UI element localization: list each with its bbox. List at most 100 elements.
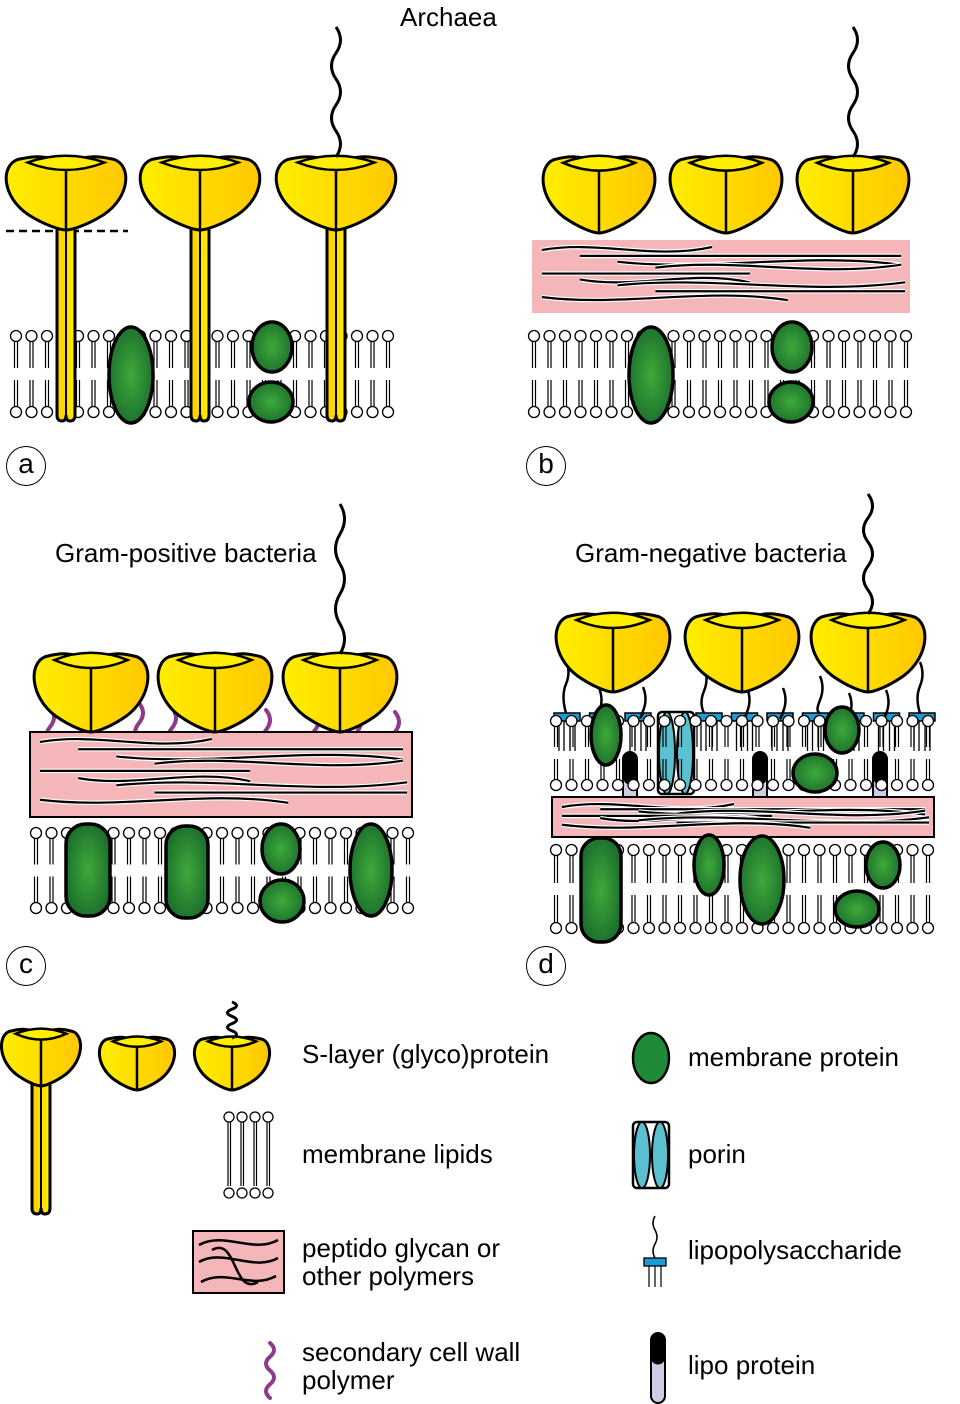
membrane-protein — [247, 380, 295, 424]
membrane-lipid — [558, 329, 572, 419]
legend-label-secondary-1: secondary cell wall — [302, 1337, 521, 1367]
membrane-lipid — [658, 714, 671, 792]
membrane-protein — [738, 834, 786, 926]
s-layer-1 — [541, 154, 657, 235]
glycan-chain — [334, 503, 346, 655]
membrane-lipid — [211, 329, 224, 419]
panel-d-peptidoglycan — [551, 796, 935, 838]
panel-b-peptidoglycan — [532, 240, 910, 313]
legend-membrane-lipids-icon — [223, 1111, 274, 1199]
s-layer-anchored-1 — [4, 154, 128, 423]
s-layer-1 — [554, 611, 672, 694]
membrane-lipid — [658, 843, 671, 935]
membrane-lipid — [921, 714, 935, 792]
panel-label-b: b — [526, 446, 566, 486]
membrane-lipid — [9, 329, 23, 419]
lps-glycan-tether — [779, 687, 787, 720]
membrane-lipid — [713, 329, 727, 419]
membrane-lipid — [698, 329, 711, 419]
membrane-lipid — [921, 843, 935, 935]
legend-label-lipoprotein: lipo protein — [688, 1350, 816, 1380]
panel-label-c: c — [6, 946, 46, 986]
membrane-lipid — [565, 714, 578, 792]
membrane-protein — [250, 320, 294, 374]
legend-membrane-protein-icon — [631, 1031, 671, 1085]
membrane-lipid — [782, 843, 795, 935]
membrane-lipid — [350, 329, 364, 419]
membrane-lipid — [689, 714, 702, 792]
membrane-lipid — [29, 826, 43, 915]
membrane-lipid — [729, 329, 742, 419]
glycan-chain — [847, 26, 859, 158]
membrane-lipid — [875, 714, 888, 792]
membrane-lipid — [627, 843, 640, 935]
membrane-protein — [823, 705, 861, 755]
legend-label-porin: porin — [688, 1139, 746, 1169]
polymer-strand — [116, 781, 408, 788]
membrane-lipid — [589, 329, 603, 419]
membrane-protein — [260, 822, 302, 876]
membrane-lipid — [859, 714, 873, 792]
membrane-lipid — [906, 843, 919, 935]
s-layer-3 — [281, 503, 399, 734]
panel-c-peptidoglycan — [29, 731, 413, 818]
membrane-lipid — [40, 329, 54, 419]
membrane-lipid — [366, 329, 379, 419]
lps-glycan-tether — [639, 686, 647, 719]
membrane-protein — [107, 325, 155, 425]
legend-secondary-polymer-icon — [264, 1341, 276, 1400]
polymer-strand — [116, 753, 404, 761]
polymer-strand — [676, 809, 926, 817]
s-layer-2 — [668, 154, 784, 235]
polymer-strand — [561, 822, 811, 829]
membrane-lipid — [549, 714, 563, 792]
polymer-strand — [541, 294, 788, 302]
membrane-protein — [791, 752, 839, 794]
membrane-lipid — [766, 714, 780, 792]
membrane-protein — [767, 380, 815, 424]
membrane-lipid — [782, 714, 795, 792]
membrane-protein — [164, 824, 210, 920]
s-layer-2 — [683, 611, 801, 694]
glycan-chain — [862, 493, 874, 615]
title-gram-negative: Gram-negative bacteria — [575, 538, 847, 568]
membrane-lipid — [667, 329, 680, 419]
membrane-lipid — [642, 714, 656, 792]
membrane-lipid — [837, 329, 851, 419]
membrane-lipid — [308, 826, 322, 915]
membrane-lipid — [527, 329, 541, 419]
membrane-lipid — [735, 714, 749, 792]
legend-lps-icon — [643, 1215, 667, 1287]
polymer-strand — [39, 797, 289, 804]
s-layer-anchored-3 — [274, 26, 398, 423]
membrane-lipid — [543, 329, 556, 419]
membrane-lipid — [884, 329, 897, 419]
s-layer-1 — [32, 651, 150, 734]
membrane-protein — [64, 822, 112, 918]
legend-label-membrane-protein: membrane protein — [688, 1042, 899, 1072]
membrane-lipid — [744, 329, 758, 419]
legend-label-peptidoglycan-2: other polymers — [302, 1261, 474, 1291]
membrane-lipid — [704, 714, 718, 792]
membrane-lipid — [574, 329, 587, 419]
membrane-lipid — [890, 714, 904, 792]
s-layer-3 — [795, 26, 911, 235]
membrane-lipid — [87, 329, 100, 419]
membrane-lipid — [822, 329, 835, 419]
title-gram-positive: Gram-positive bacteria — [55, 538, 317, 568]
membrane-lipid — [242, 329, 255, 419]
membrane-lipid — [549, 843, 563, 935]
legend-label-s-layer: S-layer (glyco)protein — [302, 1039, 550, 1069]
lps-glycan-tether — [816, 675, 824, 715]
polymer-strand — [541, 245, 713, 253]
membrane-lipid — [620, 329, 634, 419]
membrane-protein — [770, 320, 814, 374]
membrane-lipid — [226, 329, 240, 419]
membrane-lipid — [231, 826, 244, 915]
membrane-protein — [258, 878, 306, 924]
panel-b-membrane — [527, 329, 913, 419]
membrane-lipid — [605, 329, 618, 419]
title-archaea: Archaea — [400, 2, 497, 32]
membrane-lipid — [853, 329, 866, 419]
membrane-lipid — [215, 826, 229, 915]
